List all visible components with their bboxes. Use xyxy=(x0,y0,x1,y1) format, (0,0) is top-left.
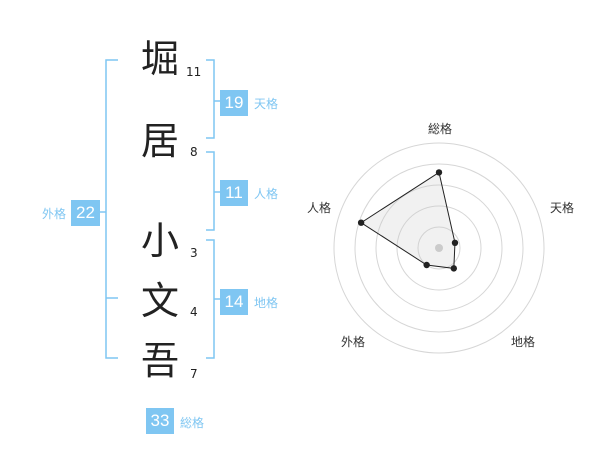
radar-ring xyxy=(417,226,461,270)
radar-label-chikaku: 地格 xyxy=(511,335,536,349)
soukaku-badge: 33 xyxy=(146,408,174,434)
gaikaku-badge: 22 xyxy=(71,200,100,226)
name-char-5: 吾 xyxy=(140,339,179,383)
radar-label-gaikaku: 外格 xyxy=(341,335,366,349)
tenkaku-label: 天格 xyxy=(254,97,279,111)
name-char-2: 居 xyxy=(140,119,179,163)
name-char-3: 小 xyxy=(140,219,179,263)
radar-point-3 xyxy=(450,265,458,272)
radar-ring xyxy=(396,205,482,291)
radar-ring xyxy=(354,163,524,333)
radar-ring xyxy=(375,184,503,312)
radar-label-soukaku: 総格 xyxy=(428,122,453,136)
radar-polygon xyxy=(360,171,456,269)
radar-ring xyxy=(333,142,545,354)
radar-label-jinkaku: 人格 xyxy=(307,201,332,215)
chikaku-badge: 14 xyxy=(220,289,248,315)
stroke-count-1: 11 xyxy=(186,65,202,79)
stroke-count-3: 3 xyxy=(190,246,198,260)
stroke-count-2: 8 xyxy=(190,145,198,159)
radar-point-4 xyxy=(423,261,430,269)
gaikaku-label: 外格 xyxy=(42,207,67,221)
chikaku-label: 地格 xyxy=(254,296,279,310)
name-char-4: 文 xyxy=(140,279,179,323)
jinkaku-label: 人格 xyxy=(254,187,279,201)
tenkaku-badge: 19 xyxy=(220,90,248,116)
radar-label-tenkaku: 天格 xyxy=(550,201,575,215)
stroke-count-4: 4 xyxy=(190,305,198,319)
radar-center-dot xyxy=(435,244,443,252)
radar-point-5 xyxy=(357,219,365,226)
radar-point-2 xyxy=(451,239,459,247)
soukaku-label: 総格 xyxy=(180,416,205,430)
stroke-count-5: 7 xyxy=(190,367,198,381)
radar-point-1 xyxy=(435,169,443,176)
name-char-1: 堀 xyxy=(140,37,179,81)
jinkaku-badge: 11 xyxy=(220,180,248,206)
